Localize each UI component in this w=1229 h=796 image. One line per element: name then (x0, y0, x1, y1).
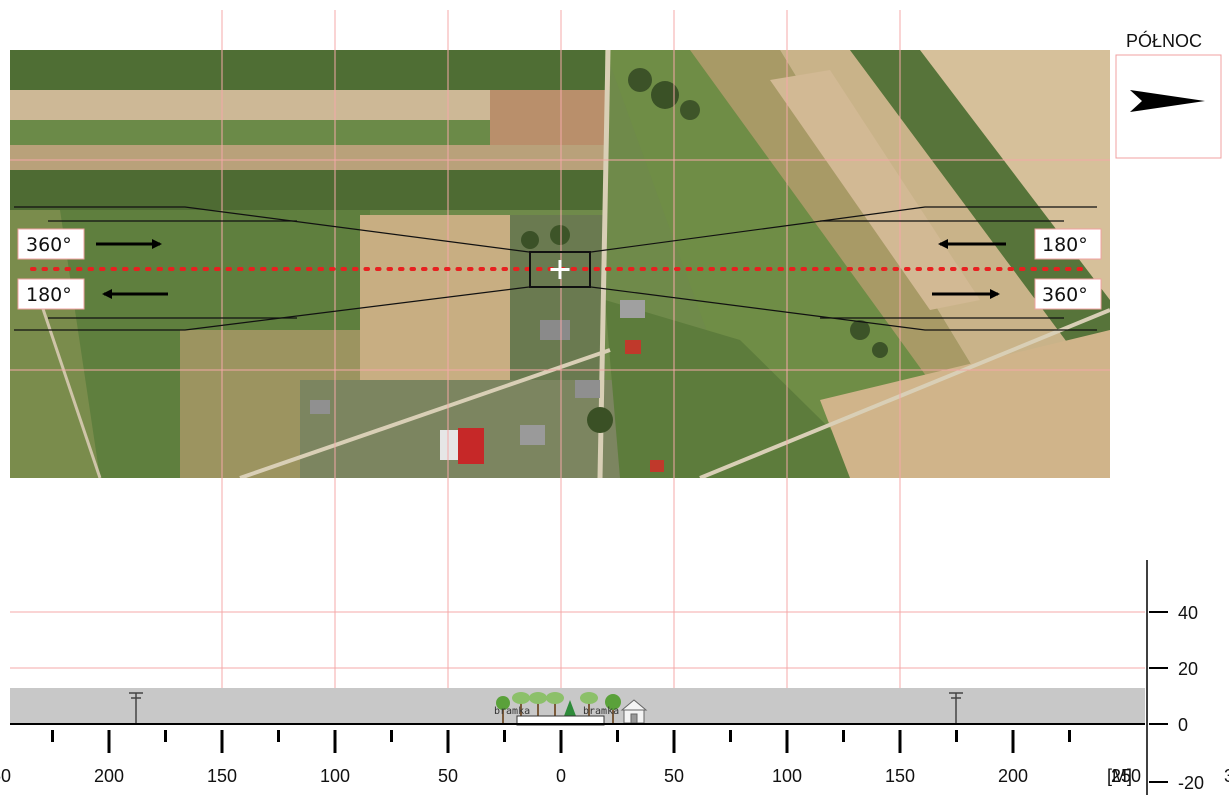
x-axis-ticks (51, 730, 1071, 753)
gate-label-left: bramka (494, 706, 530, 717)
heading-label: 180° (1042, 234, 1088, 256)
x-tick-label: 150 (207, 766, 237, 786)
x-tick-label: 100 (772, 766, 802, 786)
house-icon (620, 699, 648, 724)
aerial-photo (10, 50, 1110, 478)
x-tick-label: 0 (556, 766, 566, 786)
heading-label: 360° (26, 234, 72, 256)
gate-label-right: bramka (583, 706, 619, 717)
elevation-profile: bramka bramka 45040035030025020015010050… (0, 560, 1229, 795)
x-tick-label: 100 (320, 766, 350, 786)
heading-box-left-top: 360° (17, 228, 85, 260)
tree-icons (496, 692, 621, 723)
y-tick-label: 0 (1178, 715, 1188, 735)
heading-box-right-top: 180° (1034, 228, 1102, 260)
grid (10, 10, 1145, 690)
heading-box-left-bottom: 180° (17, 278, 85, 310)
y-tick-label: 40 (1178, 603, 1198, 623)
x-tick-label: 200 (998, 766, 1028, 786)
north-arrow-icon (1130, 90, 1205, 112)
y-tick-label: 20 (1178, 659, 1198, 679)
x-tick-label: 250 (0, 766, 11, 786)
heading-label: 360° (1042, 284, 1088, 306)
x-tick-label: 50 (438, 766, 458, 786)
x-tick-label: 250 (1111, 766, 1141, 786)
pole-icon (129, 692, 143, 724)
approach-lines (14, 206, 1097, 331)
plus-icon (550, 260, 570, 279)
x-tick-label: 200 (94, 766, 124, 786)
x-tick-label: 50 (664, 766, 684, 786)
x-tick-label: 300 (1224, 766, 1229, 786)
heading-box-right-bottom: 360° (1034, 278, 1102, 310)
heading-label: 180° (26, 284, 72, 306)
direction-arrows (96, 239, 1006, 299)
y-axis-ticks: 40 20 0 -20 (1149, 603, 1204, 793)
x-axis-labels: 4504003503002502001501005005010015020025… (0, 766, 1229, 786)
north-label: PÓŁNOC (1126, 30, 1202, 51)
x-tick-label: 150 (885, 766, 915, 786)
north-indicator: PÓŁNOC (1115, 30, 1222, 159)
runway-box (529, 251, 591, 288)
y-tick-label: -20 (1178, 773, 1204, 793)
pole-icon (949, 692, 963, 724)
unit-label: [M] (1107, 766, 1132, 786)
